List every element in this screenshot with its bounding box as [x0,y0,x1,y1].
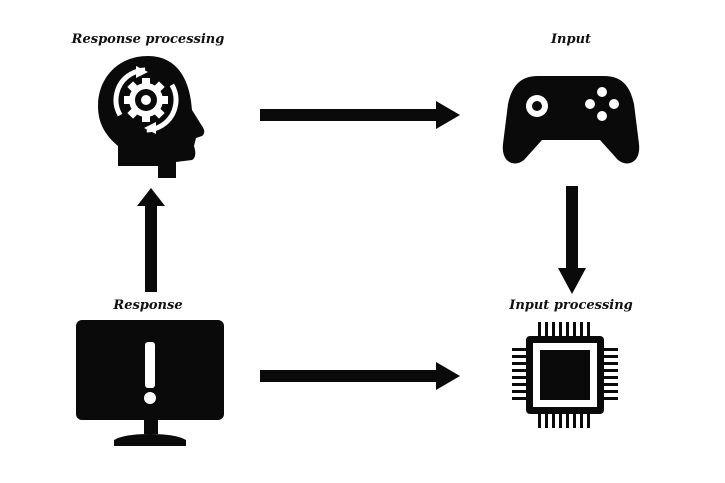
label-response-processing: Response processing [71,32,225,47]
label-input-processing: Input processing [509,298,633,313]
arrow-response-to-input-processing [260,362,460,390]
arrow-response-processing-to-input [260,101,460,129]
head-gear-icon [96,54,206,182]
gamepad-icon [502,70,640,168]
arrow-response-to-response-processing [137,188,165,292]
label-response: Response [113,298,183,313]
monitor-alert-icon [76,320,224,448]
label-input: Input [550,32,592,47]
arrow-input-to-input-processing [558,186,586,294]
cpu-chip-icon [512,322,618,428]
